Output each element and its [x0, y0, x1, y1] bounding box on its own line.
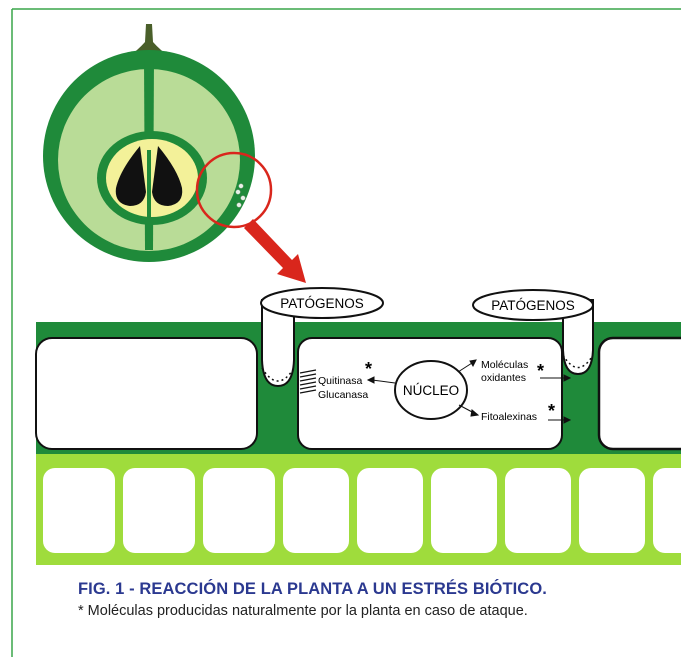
hypha-left — [261, 299, 295, 388]
enzyme-label-quitinasa: Quitinasa — [318, 375, 363, 387]
cell-right — [597, 336, 681, 451]
cell-left — [35, 337, 258, 450]
oxidants-label-line2: oxidantes — [481, 372, 526, 384]
lower-cells — [43, 468, 681, 553]
pathogen-right-label: PATÓGENOS — [491, 298, 575, 313]
figure-caption-note: * Moléculas producidas naturalmente por … — [78, 603, 528, 619]
enzyme-marks — [299, 369, 317, 394]
fruit-stem — [128, 24, 170, 57]
pathogen-spots — [235, 183, 246, 208]
plant-tissue: PATÓGENOS PATÓGENOS Quitinasa Glucanasa … — [35, 287, 681, 565]
oxidants-label-line1: Moléculas — [481, 359, 528, 371]
enzyme-asterisk: * — [365, 359, 372, 379]
nucleus-arrows — [366, 359, 572, 424]
magnifier-circle — [195, 151, 273, 229]
hypha-right-dots — [562, 354, 594, 369]
hypha-right — [562, 299, 594, 376]
pathogen-left-bubble — [260, 287, 384, 319]
hypha-left-dots — [261, 367, 295, 382]
pathogen-left-label: PATÓGENOS — [280, 296, 364, 311]
seed-left — [115, 146, 146, 206]
phytoalexins-asterisk: * — [548, 401, 555, 421]
oxidants-asterisk: * — [537, 361, 544, 381]
pathogen-right-bubble — [472, 289, 594, 321]
pathogen-right: PATÓGENOS — [472, 289, 594, 376]
seed-right — [152, 146, 183, 206]
epidermis-layer — [36, 322, 681, 336]
nucleus-label: NÚCLEO — [403, 383, 459, 398]
pathogen-left: PATÓGENOS — [260, 287, 384, 388]
enzyme-label-glucanasa: Glucanasa — [318, 389, 368, 401]
nucleus — [394, 360, 468, 420]
figure-caption-title: FIG. 1 - REACCIÓN DE LA PLANTA A UN ESTR… — [78, 580, 547, 598]
zoom-arrow — [244, 219, 306, 283]
phytoalexins-label: Fitoalexinas — [481, 411, 537, 423]
fruit-cross-section — [43, 24, 306, 283]
